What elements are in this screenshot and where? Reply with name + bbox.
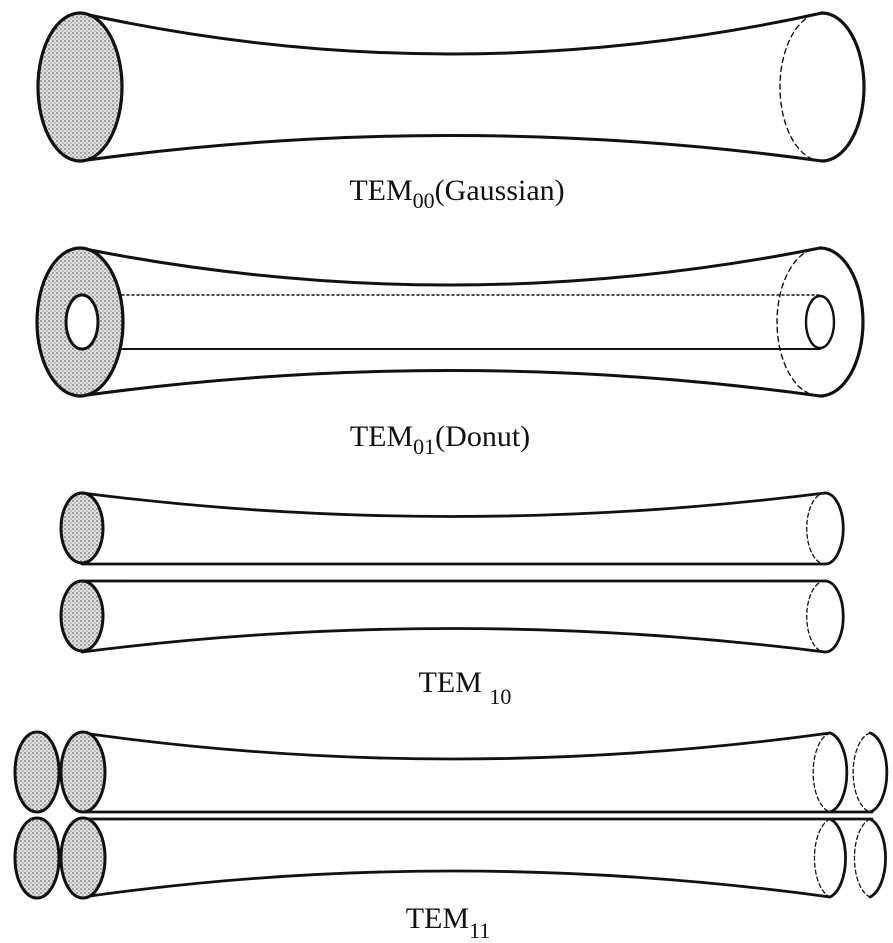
- beam-tem11-lower-bottom-edge: [83, 871, 830, 897]
- beam-tem10-lower-right-front: [825, 581, 843, 652]
- beam-tem11-upper-right-front-1: [830, 733, 847, 812]
- beam-tem11-lower: [15, 818, 886, 898]
- beam-tem10-upper-top-edge: [82, 493, 825, 517]
- beam-tem11-lower-left-face-1: [15, 818, 59, 898]
- beam-tem01-right-face-back: [777, 248, 820, 396]
- label-tem10: TEM 10: [419, 666, 512, 709]
- beam-tem01-left-hole: [66, 295, 98, 349]
- beam-tem00-right-face-back: [780, 13, 822, 161]
- beam-tem00-left-face: [38, 13, 122, 161]
- beam-tem11-upper: [15, 732, 887, 812]
- label-tem01-name: TEM: [350, 420, 413, 453]
- label-tem01: TEM01(Donut): [350, 420, 530, 459]
- beam-tem01-lower-edge: [80, 371, 820, 397]
- beam-tem11-upper-left-face-1: [15, 732, 59, 812]
- beam-tem10-upper: [61, 493, 843, 564]
- beam-tem01-upper-edge: [80, 248, 820, 285]
- beam-tem10-upper-right-back: [807, 493, 825, 564]
- beam-tem10-lower-bottom-edge: [82, 629, 825, 653]
- beam-tem10-upper-right-front: [825, 493, 843, 564]
- beam-tem00-right-face-front: [822, 13, 864, 161]
- beam-tem10-lower-right-back: [807, 581, 825, 652]
- label-tem00: TEM00(Gaussian): [349, 174, 564, 213]
- beam-tem00: [38, 13, 864, 161]
- beam-tem10-lower: [61, 581, 843, 652]
- beam-tem01-right-hole: [806, 296, 834, 348]
- label-tem11-name: TEM: [406, 902, 469, 935]
- label-tem01-subscript: 01: [413, 434, 435, 459]
- label-tem00-suffix: (Gaussian): [435, 174, 565, 207]
- label-tem10-subscript: 10: [489, 684, 511, 709]
- beam-tem11-lower-right-front-1: [830, 819, 846, 897]
- label-tem11: TEM11: [406, 902, 491, 943]
- beam-tem11-upper-right-back-1: [813, 733, 830, 812]
- beam-tem11-lower-left-face-2: [61, 818, 105, 898]
- beam-tem11-upper-right-front-2: [870, 733, 887, 812]
- label-tem01-suffix: (Donut): [435, 420, 530, 453]
- beam-tem11-upper-right-back-2: [853, 733, 870, 812]
- beam-tem01: [37, 248, 863, 396]
- beam-tem10-upper-left-face: [61, 493, 103, 563]
- label-tem00-subscript: 00: [413, 188, 435, 213]
- beam-tem11-lower-right-back-2: [854, 819, 870, 897]
- label-tem00-name: TEM: [349, 174, 412, 207]
- label-tem11-subscript: 11: [469, 918, 490, 943]
- beam-tem01-right-face-front: [820, 248, 863, 396]
- beam-tem11-lower-right-back-1: [814, 819, 830, 897]
- beam-tem11-lower-right-front-2: [870, 819, 886, 897]
- beam-tem00-upper-edge: [80, 13, 822, 54]
- beam-tem10-lower-left-face: [61, 581, 103, 651]
- beam-tem00-lower-edge: [80, 136, 822, 162]
- beam-tem11-upper-top-edge: [83, 733, 830, 759]
- beam-tem11-upper-left-face-2: [61, 732, 105, 812]
- label-tem10-name: TEM: [419, 666, 490, 699]
